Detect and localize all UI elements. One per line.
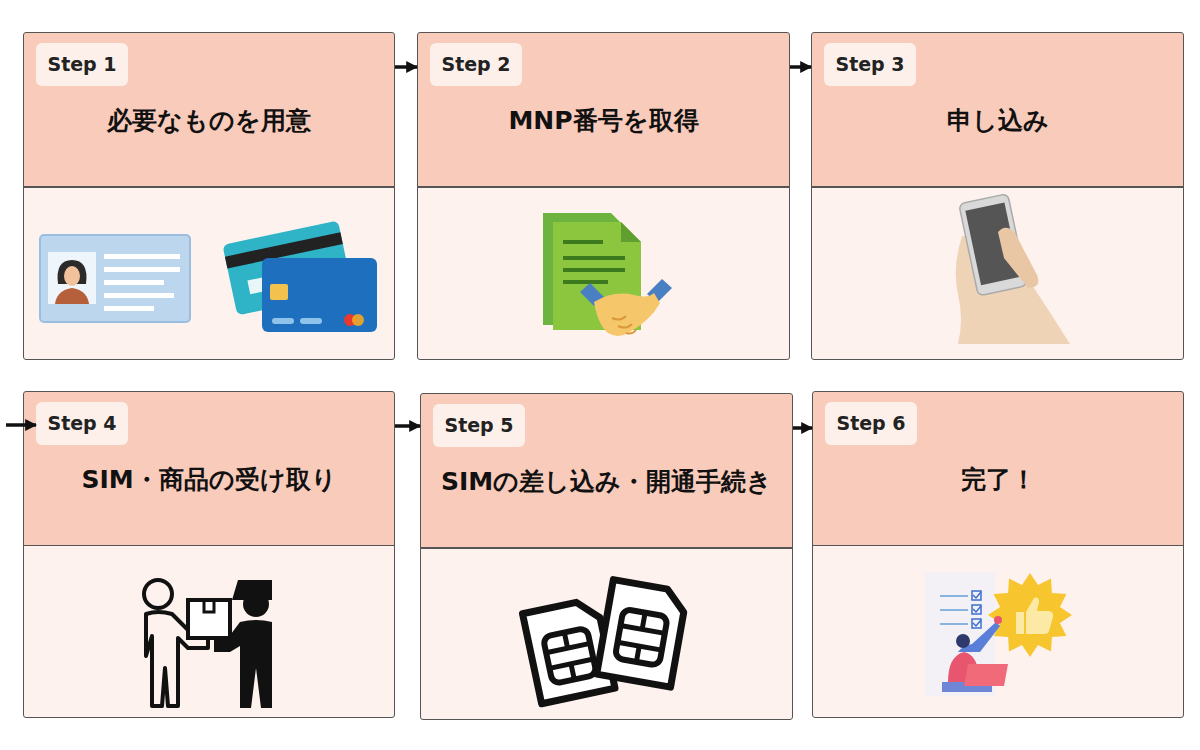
step-card: SIM・商品の受け取り Step 4 (23, 391, 395, 718)
step-badge: Step 3 (824, 43, 916, 86)
step-card: 申し込み Step 3 (811, 32, 1184, 360)
step-title: SIMの差し込み・開通手続き (421, 466, 792, 498)
flow-arrow (395, 65, 417, 69)
step-title: SIM・商品の受け取り (24, 464, 394, 496)
step-title: MNP番号を取得 (418, 105, 789, 137)
step-label: Step 2 (440, 43, 512, 86)
step-card: MNP番号を取得 Step 2 (417, 32, 790, 360)
step-label: Step 3 (834, 43, 906, 86)
step-label: Step 6 (835, 402, 907, 445)
step-badge: Step 1 (36, 43, 128, 86)
step-badge: Step 5 (433, 404, 525, 447)
step-label: Step 5 (443, 404, 515, 447)
step-label: Step 4 (46, 402, 118, 445)
step-badge: Step 6 (825, 402, 917, 445)
step-badge: Step 4 (36, 402, 128, 445)
step-badge: Step 2 (430, 43, 522, 86)
step-card: SIMの差し込み・開通手続き Step 5 (420, 393, 793, 720)
step-title: 必要なものを用意 (24, 105, 394, 137)
flow-arrow (790, 65, 811, 69)
step-title: 完了！ (813, 464, 1183, 496)
step-card: 完了！ Step 6 (812, 391, 1184, 718)
flow-arrow (793, 426, 812, 430)
step-label: Step 1 (46, 43, 118, 86)
step-card: 必要なものを用意 Step 1 (23, 32, 395, 360)
step-title: 申し込み (812, 105, 1183, 137)
flow-arrow (395, 424, 420, 428)
